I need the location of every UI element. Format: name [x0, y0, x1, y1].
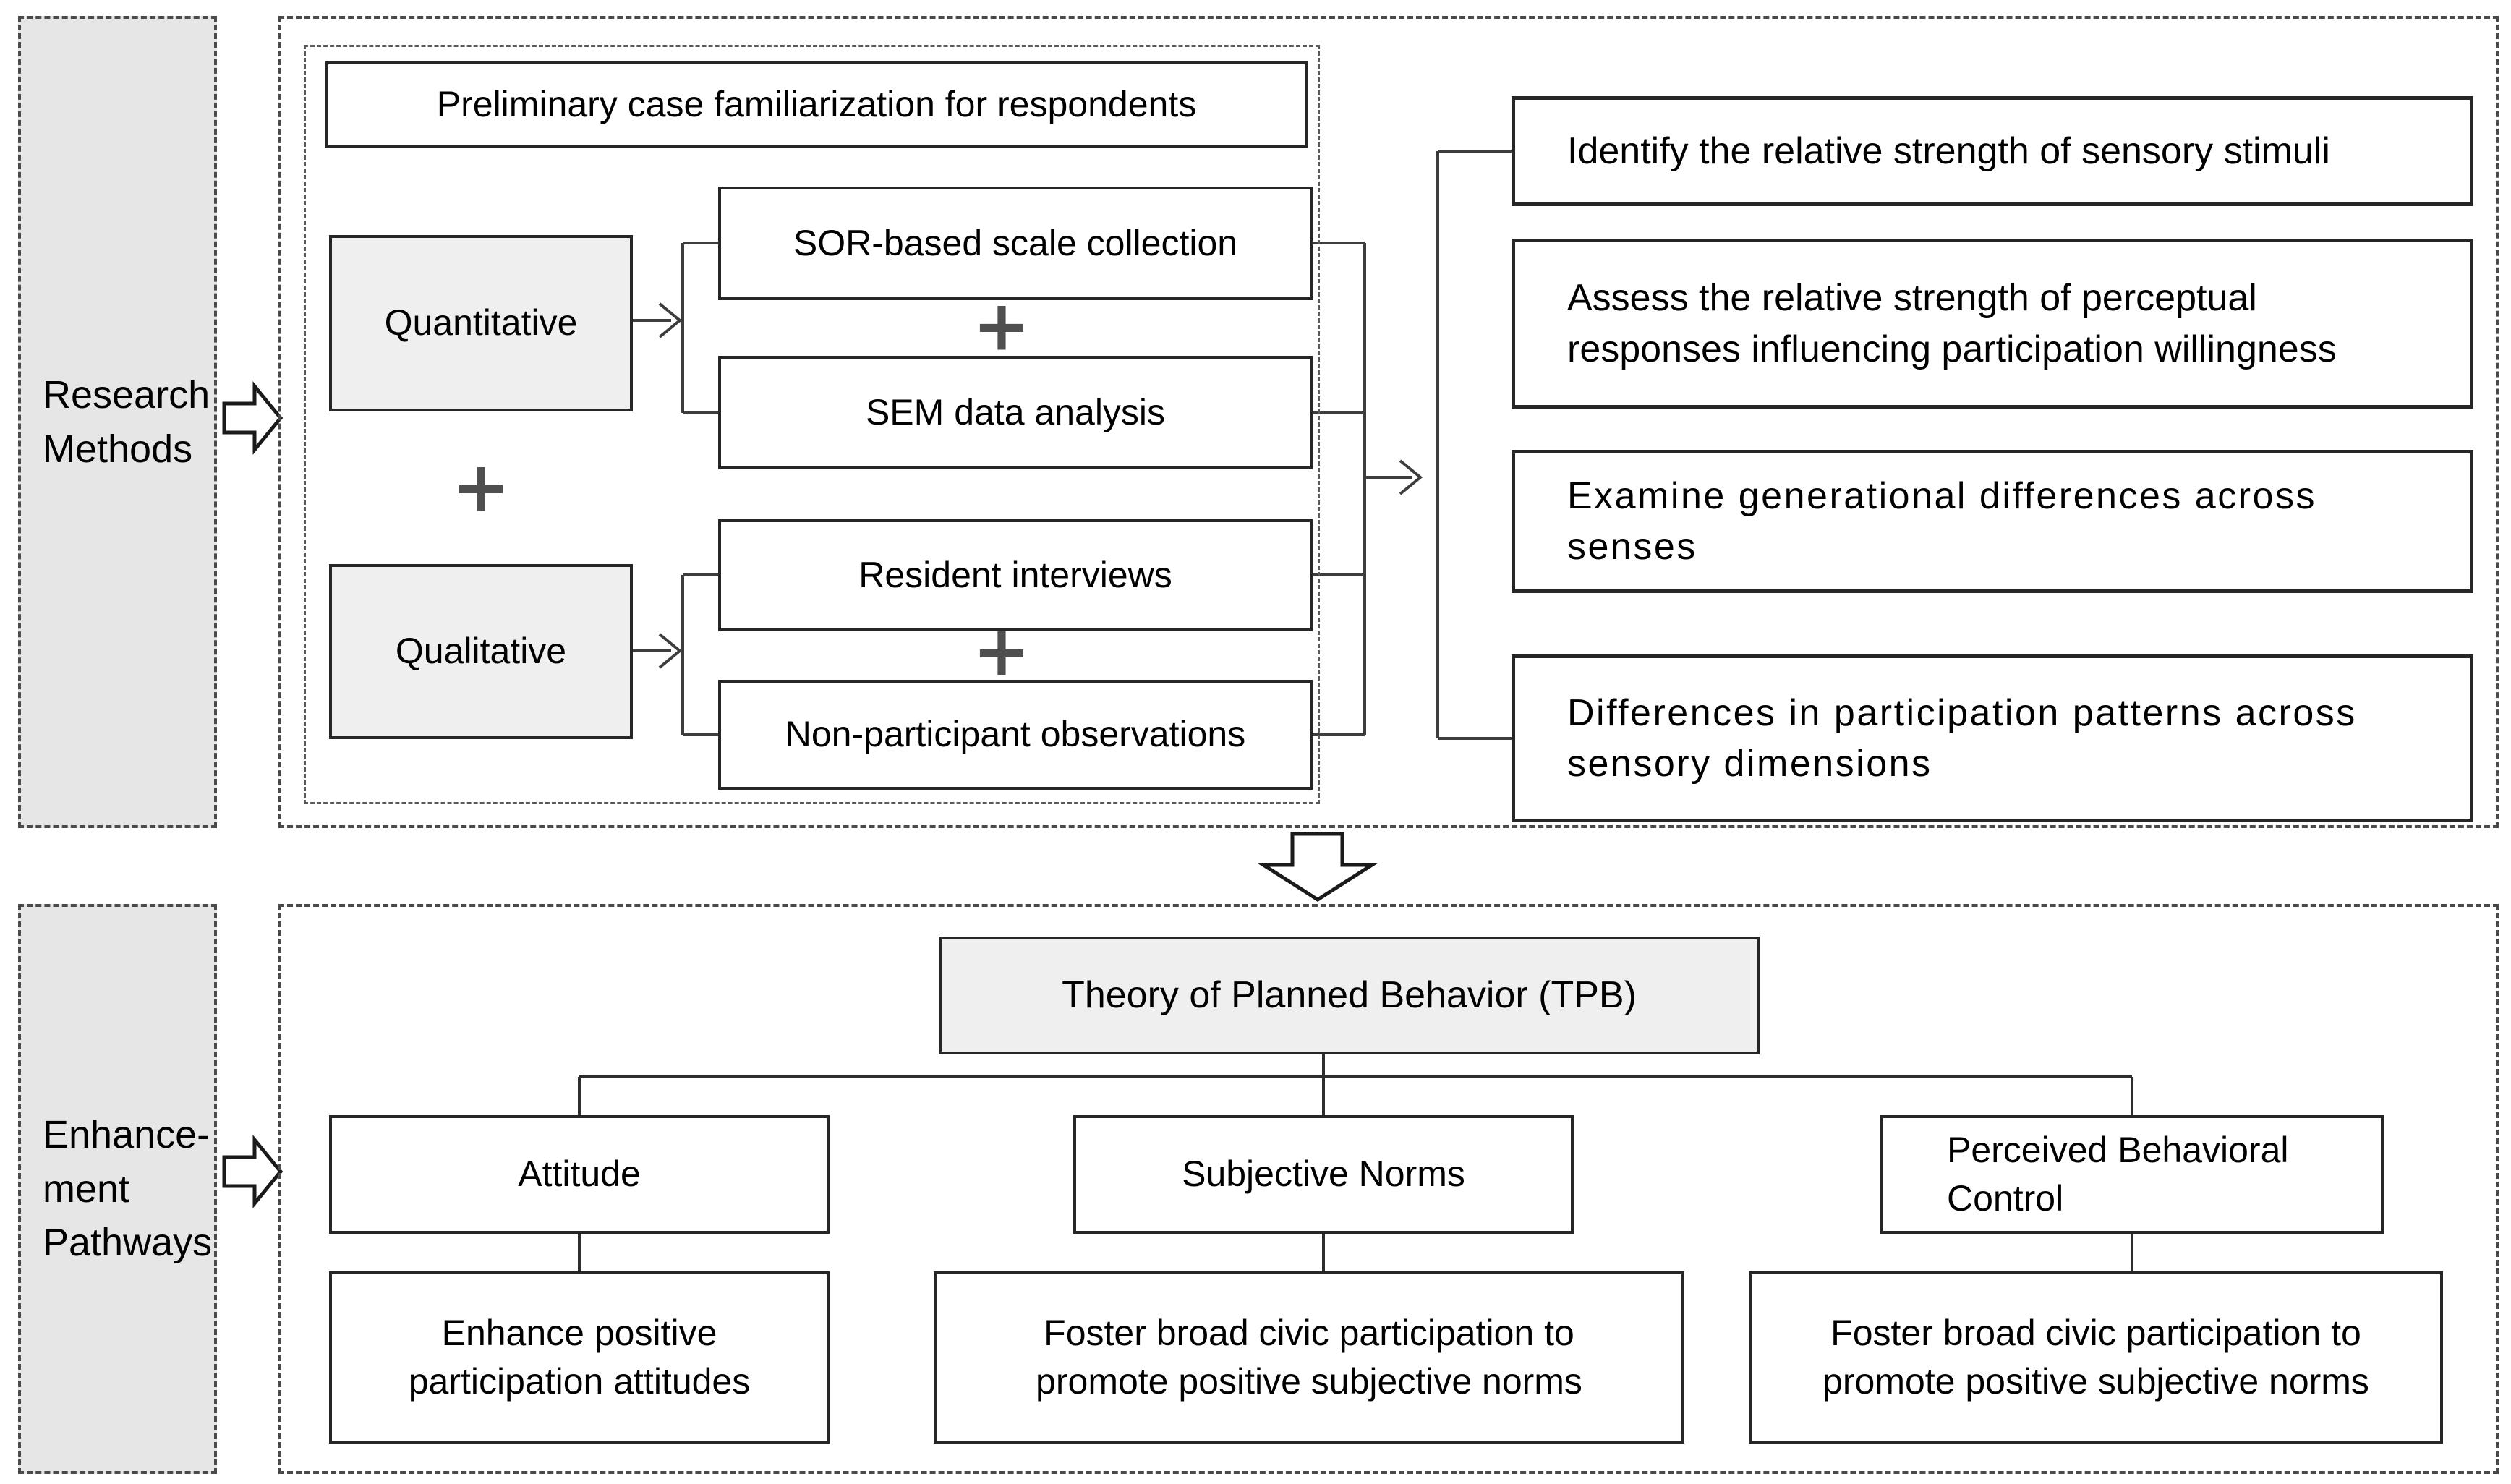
outcome-participation-patterns-label: Differences in participation patterns ac… — [1567, 691, 2357, 785]
sem-data-analysis-label: SEM data analysis — [865, 391, 1166, 432]
outcome-perceptual-responses-box: Assess the relative strength of perceptu… — [1512, 239, 2473, 409]
resident-interviews-box: Resident interviews — [718, 519, 1313, 631]
subjective-norms-action-box: Foster broad civic participation to prom… — [934, 1271, 1684, 1444]
research-methods-label: Research Methods — [43, 372, 210, 471]
tpb-label: Theory of Planned Behavior (TPB) — [1062, 974, 1637, 1017]
subjective-norms-box: Subjective Norms — [1073, 1115, 1574, 1234]
pbc-action-box: Foster broad civic participation to prom… — [1749, 1271, 2443, 1444]
outcome-generational-differences-label: Examine generational differences across … — [1567, 474, 2316, 568]
outcome-sensory-stimuli-label: Identify the relative strength of sensor… — [1567, 129, 2330, 172]
preliminary-label: Preliminary case familiarization for res… — [436, 84, 1197, 125]
quantitative-bracket — [623, 242, 720, 414]
quantitative-box: Quantitative — [329, 235, 633, 411]
attitude-action-box: Enhance positive participation attitudes — [329, 1271, 830, 1444]
qualitative-box: Qualitative — [329, 564, 633, 739]
tpb-box: Theory of Planned Behavior (TPB) — [939, 937, 1760, 1054]
outcome-participation-patterns-box: Differences in participation patterns ac… — [1512, 654, 2473, 822]
outcome-generational-differences-box: Examine generational differences across … — [1512, 450, 2473, 593]
nonparticipant-observations-box: Non-participant observations — [718, 680, 1313, 790]
enhancement-pathways-label: Enhance- ment Pathways — [43, 1113, 213, 1265]
plus-qualitative-icon: + — [972, 610, 1031, 692]
nonparticipant-observations-label: Non-participant observations — [785, 714, 1246, 755]
methods-collector — [1311, 242, 1423, 736]
attitude-action-label: Enhance positive participation attitudes — [408, 1312, 751, 1402]
enhancement-pathways-panel: Enhance- ment Pathways — [18, 904, 217, 1474]
subjective-norms-label: Subjective Norms — [1182, 1153, 1465, 1195]
data-collection-frame — [304, 45, 1320, 804]
sor-scale-collection-box: SOR-based scale collection — [718, 187, 1313, 300]
outcomes-collector — [1436, 150, 1513, 740]
sor-scale-collection-label: SOR-based scale collection — [793, 222, 1238, 263]
subjective-norms-action-label: Foster broad civic participation to prom… — [1036, 1312, 1582, 1402]
preliminary-box: Preliminary case familiarization for res… — [325, 61, 1308, 148]
outcome-perceptual-responses-label: Assess the relative strength of perceptu… — [1567, 277, 2337, 370]
attitude-box: Attitude — [329, 1115, 830, 1234]
research-methods-arrow-icon — [222, 380, 284, 456]
research-methods-panel: Research Methods — [18, 16, 217, 828]
tpb-tree — [578, 1054, 2133, 1273]
plus-methods-icon: + — [451, 446, 511, 528]
plus-quantitative-icon: + — [972, 285, 1031, 367]
enhancement-pathways-arrow-icon — [222, 1134, 284, 1209]
methods-section-frame — [278, 16, 2499, 828]
sem-data-analysis-box: SEM data analysis — [718, 356, 1313, 469]
outcome-sensory-stimuli-box: Identify the relative strength of sensor… — [1512, 96, 2473, 206]
qualitative-label: Qualitative — [395, 631, 567, 672]
quantitative-label: Quantitative — [384, 302, 578, 344]
attitude-label: Attitude — [518, 1153, 641, 1195]
perceived-behavioral-control-box: Perceived Behavioral Control — [1880, 1115, 2384, 1234]
resident-interviews-label: Resident interviews — [858, 554, 1172, 595]
section-down-arrow-icon — [1257, 832, 1378, 902]
perceived-behavioral-control-label: Perceived Behavioral Control — [1947, 1129, 2289, 1219]
pbc-action-label: Foster broad civic participation to prom… — [1822, 1312, 2369, 1402]
pathways-section-frame — [278, 904, 2499, 1474]
